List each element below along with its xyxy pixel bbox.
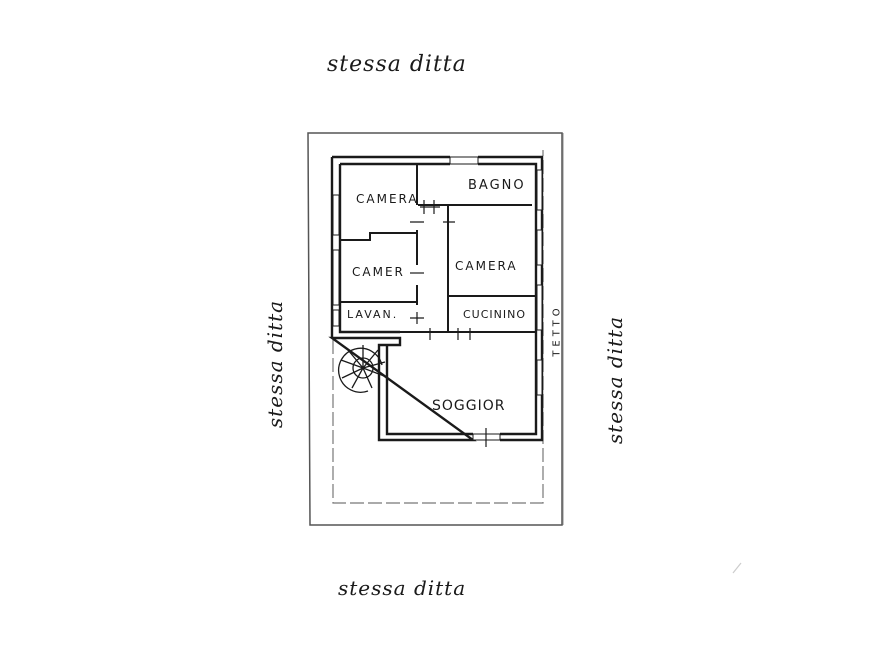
label-right-stessa-ditta: stessa ditta — [603, 315, 627, 445]
stray-mark — [732, 562, 742, 574]
label-left-stessa-ditta: stessa ditta — [263, 299, 287, 429]
room-label-camera-1: CAMERA — [356, 192, 419, 206]
label-bottom-stessa-ditta: stessa ditta — [338, 576, 467, 600]
room-label-camera-3: CAMERA — [455, 259, 518, 273]
room-label-camera-2: CAMER — [352, 265, 405, 279]
room-label-lavanderia: LAVAN. — [347, 308, 399, 321]
annotation-tetto: TETTO — [551, 304, 563, 357]
spiral-stair — [337, 345, 386, 393]
label-top-stessa-ditta: stessa ditta — [327, 52, 467, 77]
door-marks — [410, 200, 487, 447]
interior-walls — [341, 164, 536, 345]
room-label-bagno: BAGNO — [468, 178, 526, 193]
property-boundary — [307, 132, 563, 526]
room-label-soggiorno: SOGGIOR — [432, 398, 506, 414]
room-label-cucinino: CUCININO — [463, 308, 527, 321]
